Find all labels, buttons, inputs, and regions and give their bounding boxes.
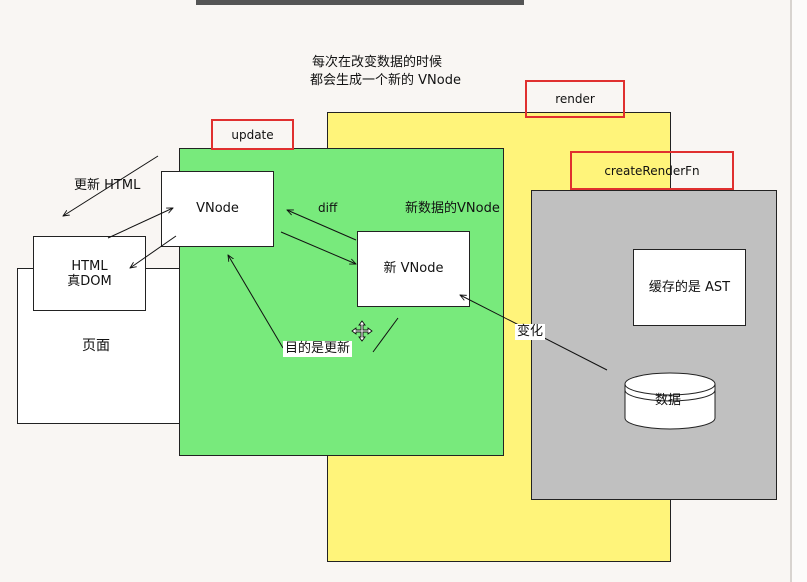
move-cursor-icon: [351, 320, 373, 342]
purpose-label: 目的是更新: [283, 341, 353, 357]
vnode-box: VNode: [161, 171, 274, 247]
cached-ast-box: 缓存的是 AST: [633, 249, 746, 326]
scrollbar-track[interactable]: [792, 0, 807, 582]
render-label: render: [555, 92, 595, 106]
create-render-fn-label: createRenderFn: [604, 163, 700, 178]
top-bar: [196, 0, 524, 5]
create-render-fn-highlight: createRenderFn: [570, 151, 734, 190]
new-data-vnode-label: 新数据的VNode: [405, 201, 500, 216]
arrow-purpose-to-vnode: [228, 255, 284, 349]
header-line-2: 都会生成一个新的 VNode: [310, 73, 461, 88]
page-label: 页面: [82, 338, 110, 354]
header-line-1: 每次在改变数据的时候: [312, 55, 443, 70]
arrow-diff-back: [287, 210, 357, 241]
cached-ast-label: 缓存的是 AST: [648, 279, 731, 295]
new-vnode-label: 新 VNode: [383, 261, 444, 276]
update-highlight: update: [211, 119, 294, 150]
data-label: 数据: [655, 393, 682, 408]
diff-label: diff: [318, 201, 338, 215]
line-purpose-to-new-vnode: [372, 317, 399, 353]
html-dom-line-2: 真DOM: [67, 273, 112, 289]
render-highlight: render: [525, 80, 625, 118]
arrow-dom-to-vnode: [107, 208, 173, 239]
change-label: 变化: [515, 324, 546, 340]
arrow-diff-forward: [280, 231, 356, 264]
arrow-update-html: [63, 155, 159, 216]
new-vnode-box: 新 VNode: [357, 231, 470, 307]
update-html-label: 更新 HTML: [74, 178, 141, 193]
arrow-vnode-to-dom: [130, 235, 177, 268]
window-edge: [790, 0, 792, 582]
update-label: update: [231, 127, 274, 142]
html-dom-line-1: HTML: [71, 258, 108, 274]
vnode-label: VNode: [196, 201, 239, 216]
create-render-fn-area: [531, 190, 777, 500]
html-dom-box: HTML 真DOM: [33, 236, 146, 311]
data-cylinder: [624, 372, 716, 430]
